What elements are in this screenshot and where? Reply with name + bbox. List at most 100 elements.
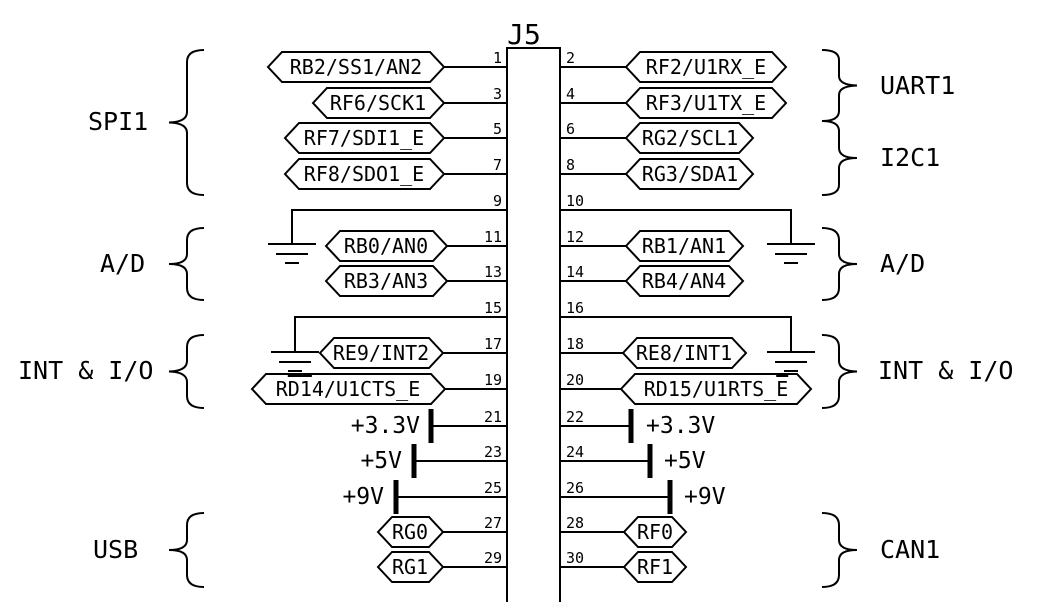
net-label-pin8: RG3/SDA1 xyxy=(642,162,738,186)
net-label-pin27: RG0 xyxy=(392,520,428,544)
power-label-3v3-right: +3.3V xyxy=(646,413,715,439)
brace-ad-right xyxy=(821,227,858,301)
pin-number-9: 9 xyxy=(493,192,502,210)
net-label-box-pin6 xyxy=(624,122,755,154)
ground-symbol-left-pin15 xyxy=(271,351,319,372)
net-label-pin18: RE8/INT1 xyxy=(636,341,732,365)
net-label-box-pin3 xyxy=(311,87,446,119)
net-label-pin30: RF1 xyxy=(637,555,673,579)
brace-int-io-right xyxy=(821,334,858,409)
pin-number-27: 27 xyxy=(484,514,502,532)
wire-pin-10-to-ground xyxy=(560,209,792,244)
net-label-box-pin27 xyxy=(376,516,445,548)
power-label-9v-right: +9V xyxy=(684,484,726,510)
net-label-box-pin30 xyxy=(622,551,688,583)
pin-number-1: 1 xyxy=(493,49,502,67)
net-label-pin13: RB3/AN3 xyxy=(344,269,428,293)
net-label-box-pin12 xyxy=(624,230,745,262)
pin-number-13: 13 xyxy=(484,263,502,281)
power-label-9v-left: +9V xyxy=(342,484,384,510)
pin-number-15: 15 xyxy=(484,299,502,317)
brace-uart1 xyxy=(821,49,858,122)
net-label-box-pin7 xyxy=(283,158,446,190)
net-label-box-pin20 xyxy=(619,373,813,405)
group-label-usb: USB xyxy=(93,535,138,564)
power-bars xyxy=(393,409,673,514)
pin-number-8: 8 xyxy=(566,156,575,174)
pin-number-6: 6 xyxy=(566,120,575,138)
pin-number-11: 11 xyxy=(484,228,502,246)
net-label-pin28: RF0 xyxy=(637,520,673,544)
net-label-pin20-overbar: E xyxy=(776,377,788,401)
net-label-pin19-overbar: D1 xyxy=(288,377,312,401)
group-braces xyxy=(168,49,858,588)
left-pin-numbers: 1 3 5 7 9 11 13 15 17 19 21 23 25 27 29 xyxy=(484,49,502,567)
pin-number-25: 25 xyxy=(484,479,502,497)
group-label-int-io-left: INT & I/O xyxy=(18,356,153,385)
pin-number-18: 18 xyxy=(566,335,584,353)
pin-number-16: 16 xyxy=(566,299,584,317)
net-label-pin20-pre: RD15/U1RTS_ xyxy=(644,377,777,401)
ground-symbol-right-pin10 xyxy=(767,243,815,264)
power-label-5v-left: +5V xyxy=(360,448,402,474)
net-label-box-pin19 xyxy=(250,373,447,405)
group-label-can1: CAN1 xyxy=(880,535,940,564)
pin-number-26: 26 xyxy=(566,479,584,497)
pin-number-23: 23 xyxy=(484,443,502,461)
group-label-i2c1: I2C1 xyxy=(880,143,940,172)
net-label-pin19: RD14/U1CTS_E xyxy=(276,377,421,401)
net-label-pin7: RF8/SDO1_E xyxy=(304,162,424,186)
power-label-3v3-left: +3.3V xyxy=(351,413,420,439)
net-label-pin29: RG1 xyxy=(392,555,428,579)
net-label-pin11: RB0/AN0 xyxy=(344,234,428,258)
left-net-labels: RB2/SS1/AN2 RF6/SCK1 RF7/SDI1_E RF8/SDO1… xyxy=(250,51,449,583)
net-label-box-pin13 xyxy=(324,265,449,297)
pin-number-21: 21 xyxy=(484,408,502,426)
wire-pin-16-to-ground xyxy=(560,316,792,352)
net-label-box-pin5 xyxy=(283,122,446,154)
pin-number-17: 17 xyxy=(484,335,502,353)
pin-number-4: 4 xyxy=(566,85,575,103)
pin-number-20: 20 xyxy=(566,371,584,389)
net-label-box-pin2 xyxy=(624,51,788,83)
net-label-box-pin11 xyxy=(324,230,449,262)
power-labels: +3.3V +5V +9V +3.3V +5V +9V xyxy=(342,413,725,510)
net-label-box-pin17 xyxy=(318,337,445,369)
net-label-box-pin8 xyxy=(624,158,755,190)
brace-i2c1 xyxy=(821,120,858,196)
net-label-box-pin4 xyxy=(624,87,788,119)
net-label-pin12: RB1/AN1 xyxy=(642,234,726,258)
wire-pin-15-to-ground xyxy=(294,316,507,352)
brace-int-io-left xyxy=(168,334,205,409)
right-pin-numbers: 2 4 6 8 10 12 14 16 18 20 22 24 26 28 30 xyxy=(566,49,584,567)
pin-number-14: 14 xyxy=(566,263,584,281)
pin-number-29: 29 xyxy=(484,549,502,567)
net-label-box-pin1 xyxy=(266,51,446,83)
right-wires xyxy=(560,66,792,568)
pin-number-19: 19 xyxy=(484,371,502,389)
ground-symbol-left-pin9 xyxy=(268,243,316,264)
brace-ad-left xyxy=(168,227,205,301)
group-label-int-io-right: INT & I/O xyxy=(878,356,1013,385)
wire-pin-9-to-ground xyxy=(291,209,507,244)
pin-number-12: 12 xyxy=(566,228,584,246)
net-label-pin4: RF3/U1TX_E xyxy=(646,91,766,115)
pin-number-30: 30 xyxy=(566,549,584,567)
brace-usb xyxy=(168,512,205,588)
net-label-pin20: RD15/U1RTS_E xyxy=(644,377,789,401)
brace-spi1 xyxy=(168,49,205,196)
net-label-pin6: RG2/SCL1 xyxy=(642,126,738,150)
net-label-box-pin14 xyxy=(624,265,745,297)
connector-outline xyxy=(506,47,561,602)
group-label-ad-right: A/D xyxy=(880,249,925,278)
group-label-ad-left: A/D xyxy=(100,249,145,278)
group-label-uart1: UART1 xyxy=(880,71,955,100)
net-label-pin1: RB2/SS1/AN2 xyxy=(290,55,422,79)
connector-j5: J5 xyxy=(506,18,561,602)
net-label-pin2: RF2/U1RX_E xyxy=(646,55,766,79)
pin-number-28: 28 xyxy=(566,514,584,532)
pin-number-3: 3 xyxy=(493,85,502,103)
pin-number-2: 2 xyxy=(566,49,575,67)
net-label-box-pin29 xyxy=(376,551,445,583)
